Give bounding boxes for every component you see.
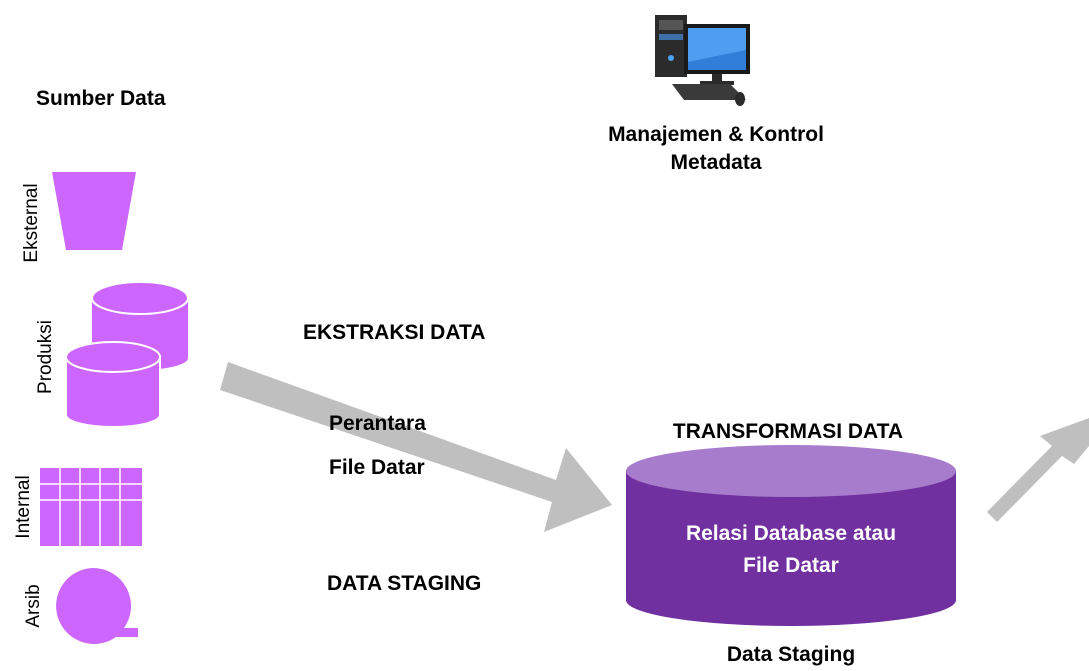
outgoing-arrow — [987, 418, 1089, 522]
source-type-external: Eksternal — [21, 183, 42, 263]
archive-storage-shape — [56, 567, 138, 644]
desktop-computer-icon — [655, 15, 750, 106]
extraction-arrow — [220, 362, 612, 532]
metadata-label: Manajemen & Kontrol Metadata — [551, 121, 881, 177]
intermediate-line1: Perantara — [329, 412, 426, 435]
source-type-archive: Arsib — [23, 584, 44, 628]
metadata-label-line1: Manajemen & Kontrol — [608, 123, 824, 146]
cylinder-label-line1: Relasi Database atau — [685, 522, 897, 545]
production-db-front — [65, 341, 161, 428]
cylinder-label-line2: File Datar — [743, 554, 839, 577]
source-type-internal: Internal — [13, 475, 34, 539]
sources-title: Sumber Data — [36, 87, 166, 110]
external-source-shape — [52, 172, 136, 250]
transformation-title: TRANSFORMASI DATA — [672, 420, 904, 443]
internal-table-shape — [40, 468, 142, 546]
staging-caption: Data Staging — [726, 643, 856, 666]
intermediate-line2: File Datar — [329, 456, 425, 479]
extraction-title: EKSTRAKSI DATA — [303, 321, 486, 344]
staging-label: DATA STAGING — [327, 572, 482, 595]
source-type-production: Produksi — [35, 320, 56, 394]
cylinder-label: Relasi Database atau File Datar — [626, 518, 956, 582]
staging-database-cylinder — [626, 445, 956, 626]
metadata-label-line2: Metadata — [670, 151, 762, 174]
